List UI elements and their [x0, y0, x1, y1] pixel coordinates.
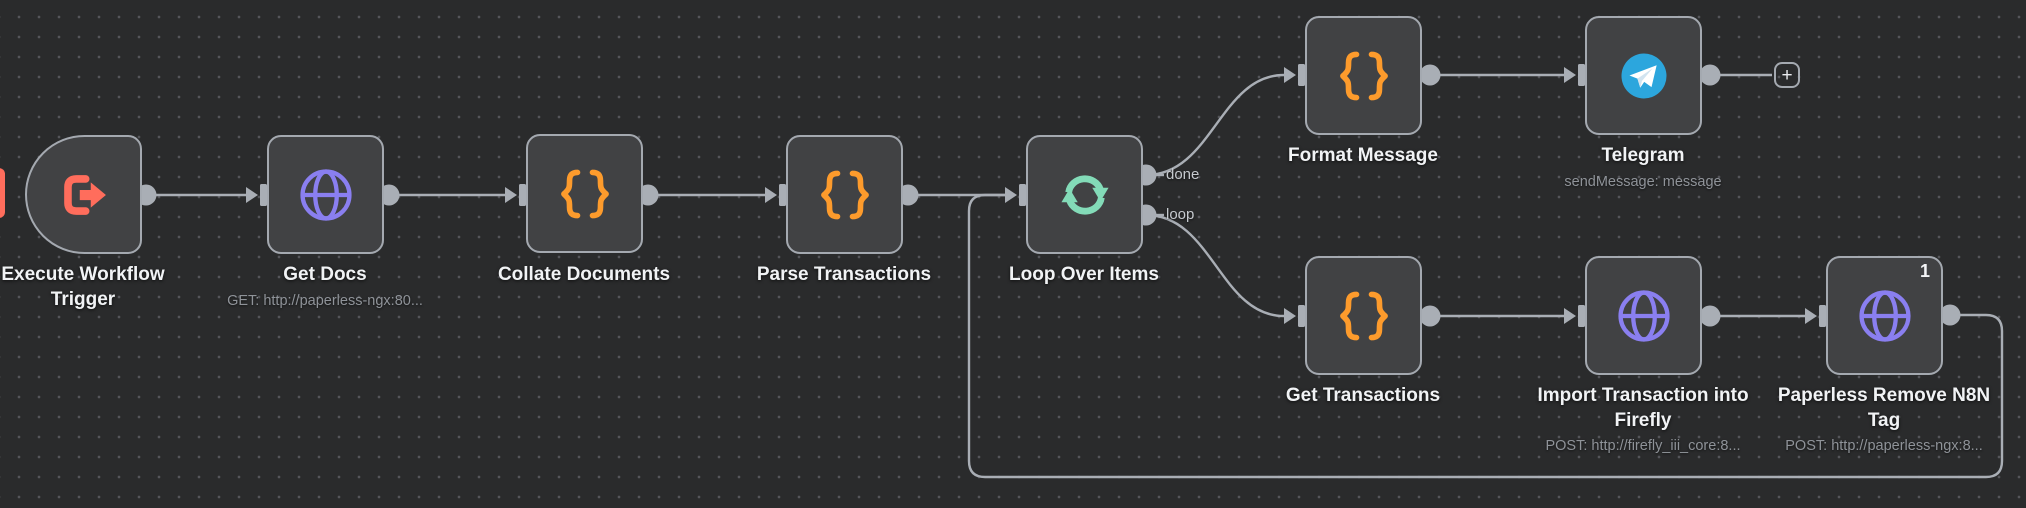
loop-sync-icon: [1054, 164, 1116, 226]
input-arrow-icon: [1284, 308, 1296, 324]
node-get-transactions[interactable]: [1305, 256, 1422, 375]
node-subtitle: POST: http://paperless-ngx:8...: [1785, 438, 1983, 455]
node-title: Import Transaction into Firefly: [1537, 385, 1749, 431]
node-title: Paperless Remove N8N Tag: [1777, 385, 1991, 431]
globe-icon: [1854, 285, 1916, 347]
code-braces-icon: [1333, 45, 1395, 107]
output-port[interactable]: [1939, 304, 1961, 326]
node-format-message[interactable]: [1305, 16, 1422, 135]
input-arrow-icon: [1564, 308, 1576, 324]
input-arrow-icon: [1005, 187, 1017, 203]
edge-paperless-loopback-to-loop[interactable]: [967, 193, 2004, 479]
output-port[interactable]: [1699, 64, 1721, 86]
node-subtitle: sendMessage: message: [1564, 173, 1722, 190]
input-bar: [260, 184, 267, 206]
node-title: Get Transactions: [1285, 385, 1441, 406]
input-bar: [1298, 64, 1305, 86]
sign-out-arrow-icon: [53, 164, 115, 226]
input-bar: [1578, 64, 1585, 86]
edge-loop-done-to-format[interactable]: [1145, 73, 1285, 177]
node-title: Telegram: [1601, 145, 1685, 166]
input-arrow-icon: [1284, 67, 1296, 83]
node-subtitle: GET: http://paperless-ngx:80...: [227, 292, 423, 309]
items-count-badge: 1: [1919, 261, 1930, 281]
add-node-button[interactable]: +: [1774, 62, 1800, 88]
output-port[interactable]: [1419, 305, 1441, 327]
offscreen-node-fragment: [0, 168, 5, 218]
node-get-docs[interactable]: [267, 135, 384, 254]
node-title: Loop Over Items: [1009, 264, 1159, 285]
output-label-loop: loop: [1166, 206, 1195, 223]
output-port[interactable]: [1419, 64, 1441, 86]
input-bar: [1578, 305, 1585, 327]
node-title: Get Docs: [283, 264, 367, 285]
node-title: Collate Documents: [497, 264, 671, 285]
input-bar: [1019, 184, 1026, 206]
input-arrow-icon: [1805, 308, 1817, 324]
node-collate-documents[interactable]: [526, 134, 643, 253]
node-execute-workflow-trigger[interactable]: [25, 135, 142, 254]
plus-icon: +: [1781, 64, 1793, 86]
globe-icon: [1613, 285, 1675, 347]
input-bar: [1819, 305, 1826, 327]
input-bar: [1298, 305, 1305, 327]
node-parse-transactions[interactable]: [786, 135, 903, 254]
globe-icon: [295, 164, 357, 226]
input-arrow-icon: [765, 187, 777, 203]
output-port[interactable]: [1699, 305, 1721, 327]
code-braces-icon: [554, 163, 616, 225]
input-arrow-icon: [1564, 67, 1576, 83]
input-bar: [519, 184, 526, 206]
input-ports: [246, 64, 1826, 327]
node-subtitle: POST: http://firefly_iii_core:8...: [1545, 438, 1741, 455]
node-paperless-remove-n8n-tag[interactable]: 1: [1826, 256, 1943, 375]
node-title: Format Message: [1288, 145, 1438, 166]
node-loop-over-items[interactable]: [1026, 135, 1143, 254]
code-braces-icon: [814, 164, 876, 226]
node-title: Execute Workflow Trigger: [1, 264, 165, 310]
node-telegram[interactable]: [1585, 16, 1702, 135]
input-bar: [779, 184, 786, 206]
code-braces-icon: [1333, 285, 1395, 347]
output-label-done: done: [1166, 166, 1200, 183]
telegram-plane-icon: [1613, 45, 1675, 107]
edge-loop-loop-to-gettransactions[interactable]: [1145, 213, 1285, 318]
node-title: Parse Transactions: [756, 264, 932, 285]
node-import-transaction-into-firefly[interactable]: [1585, 256, 1702, 375]
input-arrow-icon: [505, 187, 517, 203]
input-arrow-icon: [246, 187, 258, 203]
